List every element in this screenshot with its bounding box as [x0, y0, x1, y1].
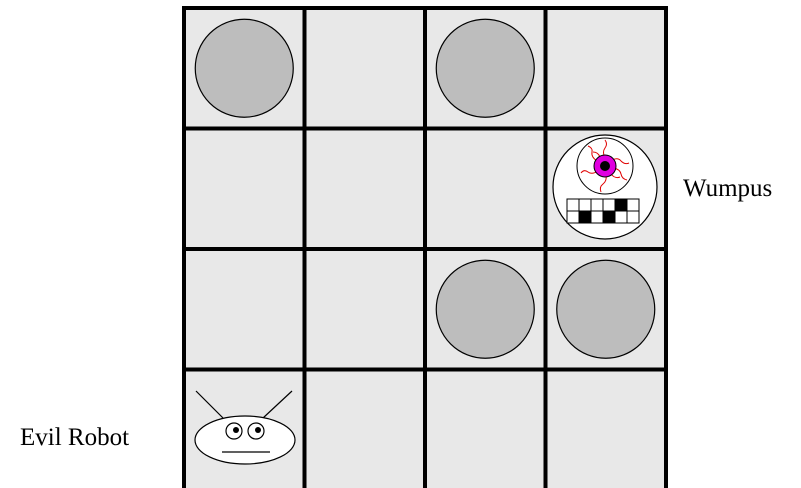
wumpus-tooth — [579, 211, 591, 223]
wumpus-tooth — [567, 199, 579, 211]
wumpus-tooth — [591, 211, 603, 223]
grid-cell — [305, 8, 426, 129]
wumpus-tooth — [615, 211, 627, 223]
grid-cell — [425, 129, 546, 250]
wumpus-tooth — [627, 211, 639, 223]
wumpus-tooth — [591, 199, 603, 211]
wumpus-tooth — [603, 199, 615, 211]
grid-cell — [546, 370, 667, 488]
pit-icon — [557, 260, 655, 358]
pit-icon — [195, 19, 293, 117]
wumpus-tooth — [579, 199, 591, 211]
wumpus-tooth — [603, 211, 615, 223]
wumpus-teeth — [567, 199, 639, 223]
grid-cell — [305, 249, 426, 370]
wumpus-tooth — [615, 199, 627, 211]
evil-robot-label: Evil Robot — [20, 424, 129, 451]
pit-icon — [436, 260, 534, 358]
grid-cell — [425, 370, 546, 488]
grid-cell — [184, 129, 305, 250]
wumpus-icon — [553, 135, 657, 239]
grid-cell — [305, 129, 426, 250]
grid-cell — [546, 8, 667, 129]
grid-cell — [184, 249, 305, 370]
grid-cell — [305, 370, 426, 488]
wumpus-tooth — [567, 211, 579, 223]
wumpus-label: Wumpus — [683, 175, 772, 202]
pit-icon — [436, 19, 534, 117]
wumpus-tooth — [627, 199, 639, 211]
